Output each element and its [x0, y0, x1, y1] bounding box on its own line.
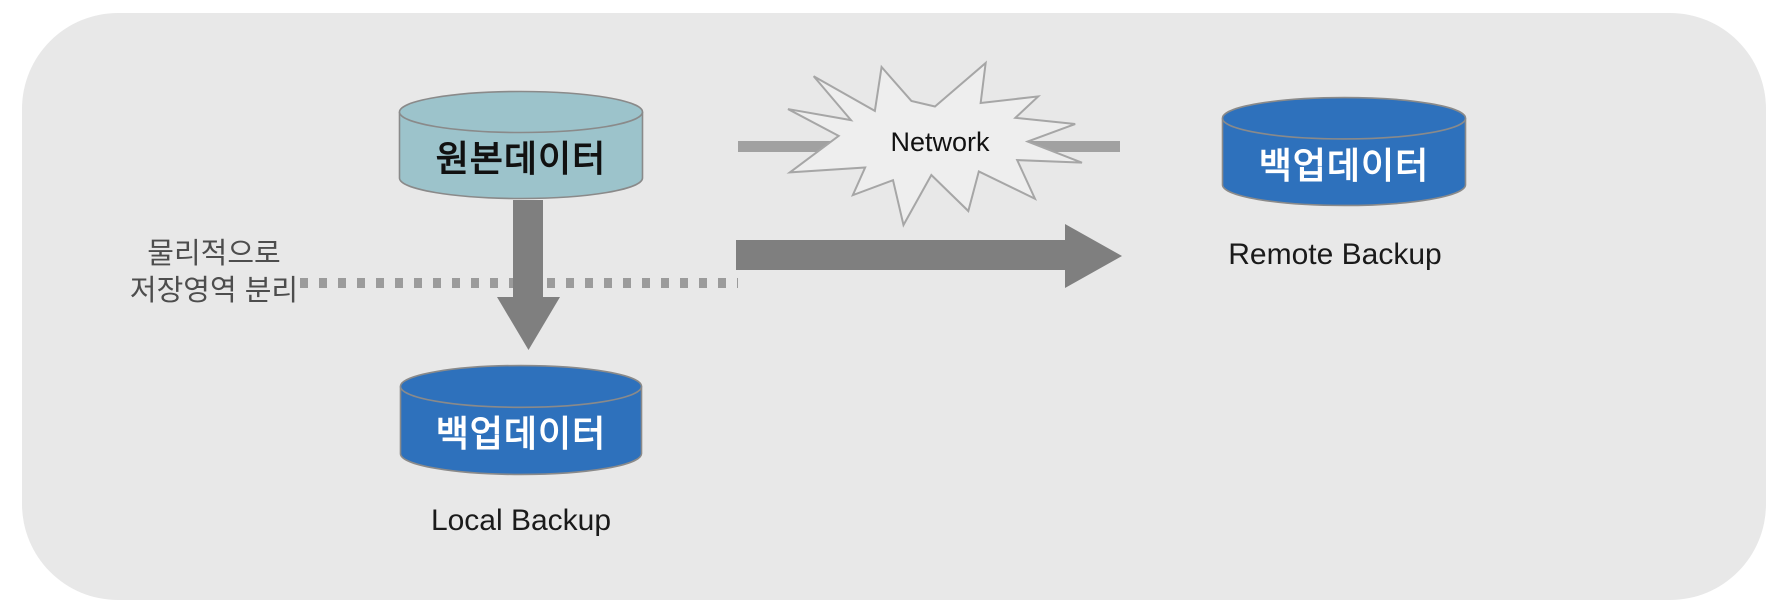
local-backup-caption: Local Backup [430, 504, 612, 537]
source-data-cylinder: 원본데이터 [398, 90, 644, 200]
database-cylinder-icon [399, 364, 643, 476]
network-starburst-icon [788, 63, 1082, 225]
starburst-shape [788, 63, 1082, 225]
source-data-label: 원본데이터 [435, 138, 607, 179]
separation-note: 물리적으로 저장영역 분리 [64, 236, 364, 310]
right-arrow-icon [736, 224, 1122, 288]
separation-note-line2: 저장영역 분리 [129, 275, 299, 307]
local-backup-label: 백업데이터 [435, 413, 607, 454]
separation-note-line1: 물리적으로 [147, 238, 281, 270]
remote-backup-cylinder: 백업데이터 [1221, 96, 1467, 207]
down-arrow-icon [497, 200, 560, 350]
network-label: Network [890, 127, 990, 157]
remote-backup-caption: Remote Backup [1228, 238, 1442, 271]
database-cylinder-icon [398, 90, 644, 200]
remote-backup-label: 백업데이터 [1258, 144, 1430, 186]
database-cylinder-icon [1221, 96, 1467, 207]
local-backup-cylinder: 백업데이터 [399, 364, 643, 476]
